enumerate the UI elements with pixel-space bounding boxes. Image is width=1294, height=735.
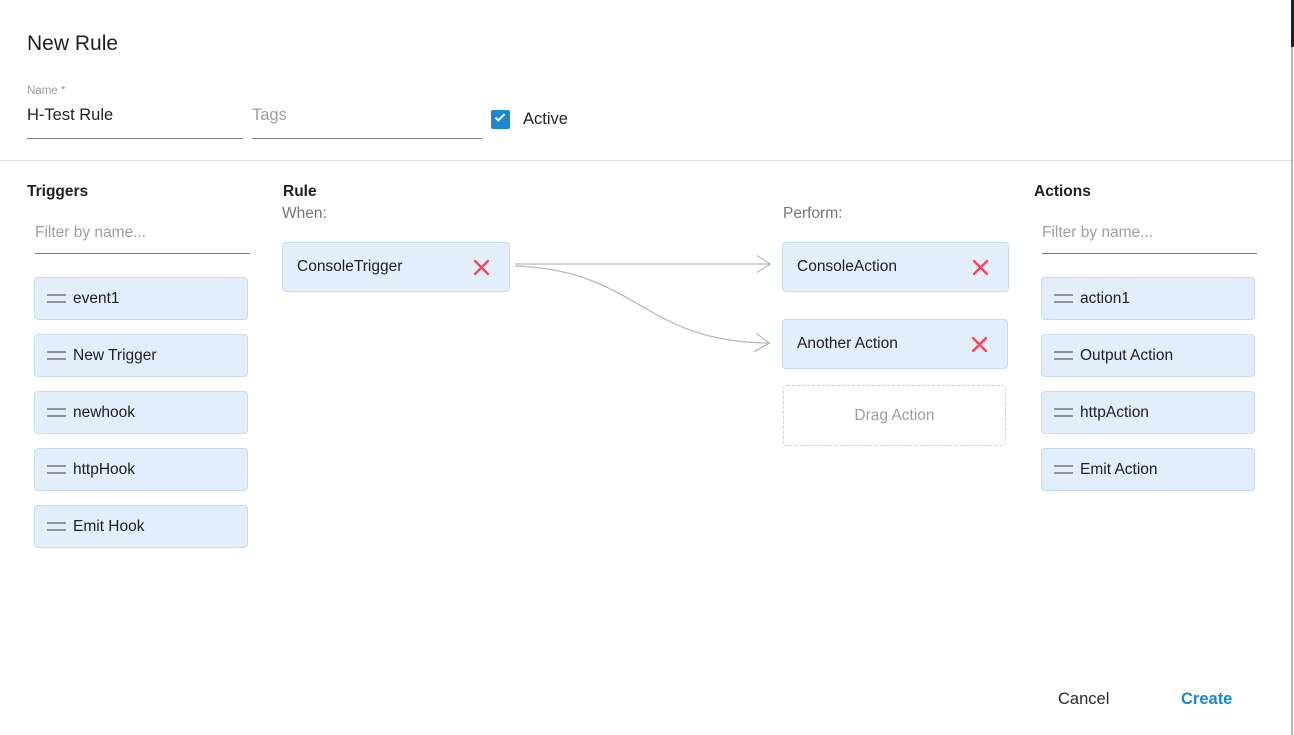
trigger-item[interactable]: Emit Hook xyxy=(34,505,248,548)
triggers-panel-title: Triggers xyxy=(27,183,89,200)
action-drop-zone[interactable]: Drag Action xyxy=(783,385,1006,446)
drag-handle-icon xyxy=(1054,408,1073,417)
action-item[interactable]: Output Action xyxy=(1041,334,1255,377)
cancel-button[interactable]: Cancel xyxy=(1050,686,1117,713)
action-item-label: httpAction xyxy=(1080,403,1149,421)
drop-zone-label: Drag Action xyxy=(854,406,935,424)
drag-handle-icon xyxy=(47,522,66,531)
action-item[interactable]: Emit Action xyxy=(1041,448,1255,491)
when-item[interactable]: ConsoleTrigger xyxy=(282,242,510,292)
trigger-item-label: Emit Hook xyxy=(73,517,145,535)
name-field-label: Name * xyxy=(27,85,66,97)
remove-action-button[interactable] xyxy=(968,333,990,355)
triggers-filter-input[interactable] xyxy=(35,223,250,254)
name-input[interactable] xyxy=(27,103,243,139)
trigger-item-label: httpHook xyxy=(73,460,136,478)
drag-handle-icon xyxy=(47,465,66,474)
triggers-list: event1 New Trigger newhook httpHook Emit… xyxy=(34,277,248,548)
connection-line xyxy=(514,265,769,344)
close-icon xyxy=(971,336,987,352)
trigger-item-label: New Trigger xyxy=(73,346,157,364)
trigger-item[interactable]: New Trigger xyxy=(34,334,248,377)
close-icon xyxy=(972,259,988,275)
tags-input[interactable] xyxy=(252,103,482,139)
drag-handle-icon xyxy=(47,294,66,303)
trigger-item-label: newhook xyxy=(73,403,136,421)
arrowhead-icon xyxy=(756,254,772,274)
trigger-item[interactable]: event1 xyxy=(34,277,248,320)
perform-item[interactable]: Another Action xyxy=(782,319,1008,369)
trigger-item[interactable]: newhook xyxy=(34,391,248,434)
actions-panel-title: Actions xyxy=(1034,183,1091,200)
drag-handle-icon xyxy=(47,408,66,417)
drag-handle-icon xyxy=(1054,294,1073,303)
rule-panel-title: Rule xyxy=(283,183,317,200)
when-item-label: ConsoleTrigger xyxy=(297,258,403,275)
actions-list: action1 Output Action httpAction Emit Ac… xyxy=(1041,277,1255,491)
create-button[interactable]: Create xyxy=(1173,686,1240,713)
perform-item-label: ConsoleAction xyxy=(797,258,897,275)
arrowhead-icon xyxy=(754,332,771,353)
underlying-page-scrollbar-sliver xyxy=(1291,47,1293,735)
perform-item[interactable]: ConsoleAction xyxy=(782,242,1009,292)
dialog-title: New Rule xyxy=(27,32,119,55)
remove-trigger-button[interactable] xyxy=(470,256,492,278)
active-checkbox-label: Active xyxy=(523,110,568,128)
header-divider xyxy=(0,160,1294,161)
check-icon xyxy=(494,111,505,122)
drag-handle-icon xyxy=(1054,351,1073,360)
close-icon xyxy=(473,259,489,275)
when-label: When: xyxy=(282,205,327,222)
action-item-label: action1 xyxy=(1080,289,1130,307)
remove-action-button[interactable] xyxy=(969,256,991,278)
action-item[interactable]: httpAction xyxy=(1041,391,1255,434)
actions-filter-input[interactable] xyxy=(1042,223,1257,254)
underlying-page-header-sliver xyxy=(1291,0,1294,47)
drag-handle-icon xyxy=(47,351,66,360)
perform-item-label: Another Action xyxy=(797,335,898,352)
action-item-label: Emit Action xyxy=(1080,460,1158,478)
perform-label: Perform: xyxy=(783,205,843,222)
active-checkbox[interactable] xyxy=(491,110,510,129)
trigger-item-label: event1 xyxy=(73,289,120,307)
action-item-label: Output Action xyxy=(1080,346,1174,364)
action-item[interactable]: action1 xyxy=(1041,277,1255,320)
drag-handle-icon xyxy=(1054,465,1073,474)
trigger-item[interactable]: httpHook xyxy=(34,448,248,491)
